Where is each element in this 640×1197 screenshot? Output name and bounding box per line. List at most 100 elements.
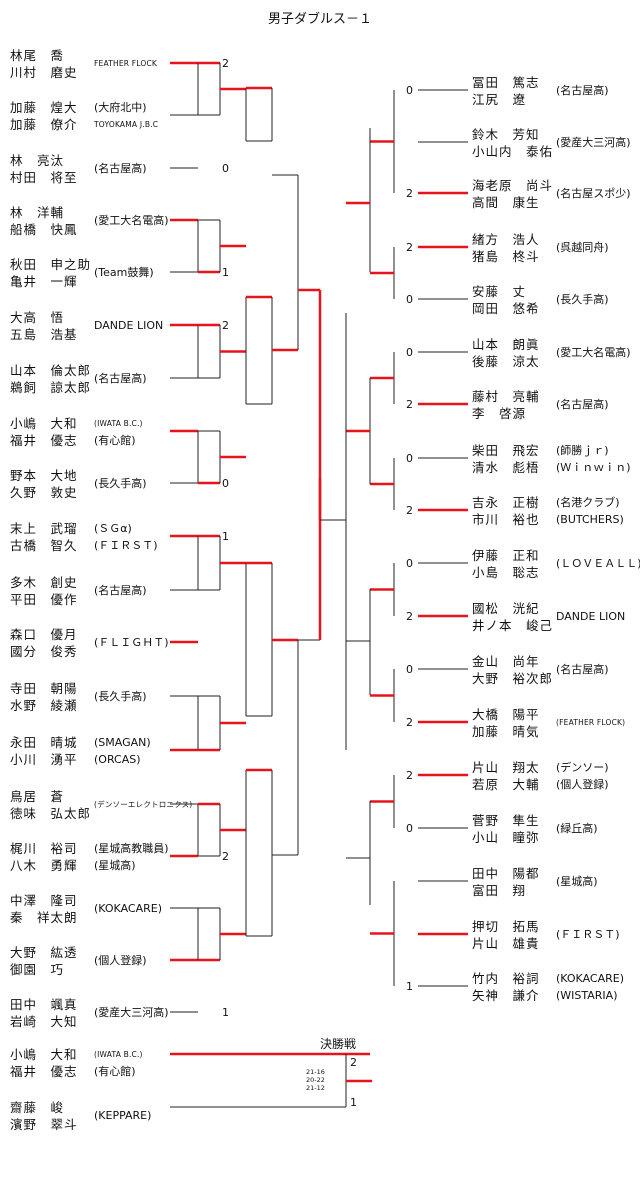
club-label: (師勝ｊｒ) <box>556 444 609 457</box>
player-name: 田中 陽都 <box>472 866 540 881</box>
club-label: (名古屋高) <box>94 372 147 385</box>
right-pair-1: 鈴木 芳知小山内 泰佑 <box>472 126 553 160</box>
player-name: 鈴木 芳知 <box>472 127 540 142</box>
right-result: 1 <box>406 980 413 993</box>
club-label: DANDE LION <box>556 610 626 623</box>
player-name: 國分 俊秀 <box>10 644 78 659</box>
player-name: 林 洋輔 <box>10 205 65 220</box>
right-pair-5: 山本 朗眞後藤 涼太 <box>472 336 540 370</box>
left-result: 1 <box>222 266 229 279</box>
club-label: (ＦＩＲＳＴ) <box>94 539 158 552</box>
player-name: 末上 武瑠 <box>10 521 78 536</box>
right-result: 2 <box>406 504 413 517</box>
club-label: (星城高) <box>94 859 136 872</box>
right-pair-11: 金山 尚年大野 裕次郎 <box>472 653 553 687</box>
club-label: (WISTARIA) <box>556 989 618 1002</box>
club-label: (ＬＯＶＥＡＬＬ) <box>556 557 640 570</box>
right-result: 0 <box>406 822 413 835</box>
player-name: 野本 大地 <box>10 468 78 483</box>
club-label: (ＦＩＲＳＴ) <box>556 928 620 941</box>
left-pair-1: 加藤 煌大加藤 僚介 <box>10 99 78 133</box>
game-score: 21-16 <box>306 1068 325 1076</box>
right-pair-3: 緒方 浩人猪島 柊斗 <box>472 231 540 265</box>
game-score: 20-22 <box>306 1076 325 1084</box>
right-result: 0 <box>406 452 413 465</box>
club-label: (個人登録) <box>94 954 147 967</box>
left-result: 2 <box>222 319 229 332</box>
right-result: 0 <box>406 84 413 97</box>
player-name: 加藤 煌大 <box>10 100 78 115</box>
club-label: (有心館) <box>94 1065 136 1078</box>
club-label: (デンソー) <box>556 761 609 774</box>
player-name: 多木 創史 <box>10 575 78 590</box>
final-pair-1: 齋藤 峻濱野 翠斗 <box>10 1099 78 1133</box>
player-name: 濱野 翠斗 <box>10 1117 78 1132</box>
right-pair-9: 伊藤 正和小島 聡志 <box>472 547 540 581</box>
player-name: 國松 洸紀 <box>472 601 540 616</box>
club-label: (デンソーエレクトロニクス) <box>94 800 193 809</box>
player-name: 大野 裕次郎 <box>472 671 554 686</box>
player-name: 鳥居 蒼 <box>10 789 65 804</box>
club-label: (ORCAS) <box>94 753 141 766</box>
player-name: 秦 祥太朗 <box>10 910 78 925</box>
page-title: 男子ダブルス－１ <box>267 12 372 27</box>
final-label: 決勝戦 <box>320 1036 356 1051</box>
left-pair-8: 野本 大地久野 敦史 <box>10 467 78 501</box>
player-name: 猪島 柊斗 <box>472 249 540 264</box>
player-name: 井ノ本 峻己 <box>472 618 554 633</box>
left-pair-3: 林 洋輔船橋 快鳳 <box>10 204 78 238</box>
left-pair-15: 梶川 裕司八木 勇輝 <box>10 840 78 874</box>
player-name: 五島 浩基 <box>10 327 78 342</box>
player-name: 海老原 尚斗 <box>472 178 554 193</box>
club-label: FEATHER FLOCK <box>94 59 158 68</box>
left-result: 2 <box>222 850 229 863</box>
final-seed: 1 <box>350 1096 357 1109</box>
player-name: 安藤 丈 <box>472 284 527 299</box>
player-name: 福井 優志 <box>10 1064 78 1079</box>
club-label: (愛工大名電高) <box>94 214 169 227</box>
club-label: (名古屋高) <box>94 162 147 175</box>
club-label: (星城高教職員) <box>94 842 169 855</box>
player-name: 小山内 泰佑 <box>472 144 554 159</box>
player-name: 林尾 喬 <box>10 48 65 63</box>
left-pair-18: 田中 颯真岩崎 大知 <box>10 996 78 1030</box>
right-result: 2 <box>406 241 413 254</box>
club-label: (名古屋高) <box>556 84 609 97</box>
player-name: 清水 彪梧 <box>472 460 540 475</box>
player-name: 片山 雄貴 <box>472 936 540 951</box>
club-label: (長久手高) <box>94 690 147 703</box>
club-label: (愛工大名電高) <box>556 346 631 359</box>
right-pair-14: 菅野 隼生小山 瞳弥 <box>472 812 540 846</box>
right-pair-10: 國松 洸紀井ノ本 峻己 <box>472 600 553 634</box>
player-name: 江尻 遼 <box>472 92 527 107</box>
player-name: 岡田 悠希 <box>472 301 540 316</box>
club-label: (愛産大三河高) <box>556 136 631 149</box>
club-label: (個人登録) <box>556 778 609 791</box>
player-name: 小川 湧平 <box>10 752 78 767</box>
left-result: 1 <box>222 530 229 543</box>
club-label: (ＳＧα) <box>94 522 132 535</box>
final-seed: 2 <box>350 1056 357 1069</box>
club-label: (IWATA B.C.) <box>94 419 143 428</box>
club-label: (名古屋高) <box>556 398 609 411</box>
left-pair-4: 秋田 申之助亀井 一輝 <box>10 256 91 290</box>
left-pair-0: 林尾 喬川村 磨史 <box>10 47 78 81</box>
player-name: 伊藤 正和 <box>472 548 540 563</box>
player-name: 菅野 隼生 <box>472 813 540 828</box>
right-result: 0 <box>406 663 413 676</box>
left-pair-11: 森口 優月國分 俊秀 <box>10 626 78 660</box>
left-result: 2 <box>222 57 229 70</box>
left-pair-12: 寺田 朝陽水野 綾瀬 <box>10 680 78 714</box>
player-name: 亀井 一輝 <box>10 274 78 289</box>
player-name: 川村 磨史 <box>10 65 78 80</box>
left-pair-14: 鳥居 蒼徳味 弘太郎 <box>10 788 91 822</box>
player-name: 片山 翔太 <box>472 760 540 775</box>
left-pair-13: 永田 晴城小川 湧平 <box>10 734 78 768</box>
player-name: 藤村 亮輔 <box>472 389 540 404</box>
club-label: (FEATHER FLOCK) <box>556 718 626 727</box>
right-result: 2 <box>406 610 413 623</box>
club-label: (SMAGAN) <box>94 736 151 749</box>
player-name: 岩崎 大知 <box>10 1014 78 1029</box>
player-name: 柴田 飛宏 <box>472 443 540 458</box>
club-label: TOYOKAMA J.B.C <box>94 120 159 129</box>
